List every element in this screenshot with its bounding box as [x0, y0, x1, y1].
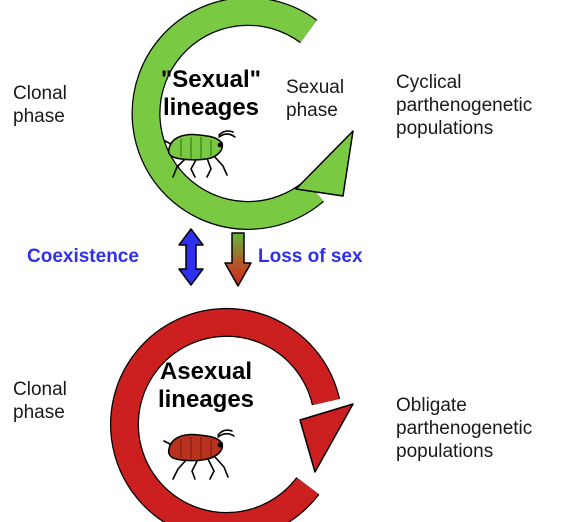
top-clonal-line-2: phase — [13, 105, 67, 128]
cyclical-populations-label: Cyclical parthenogenetic populations — [396, 71, 532, 140]
asexual-title-line-2: lineages — [141, 386, 271, 414]
sexual-phase-line-2: phase — [286, 99, 344, 122]
sexual-title-line-2: lineages — [146, 94, 276, 122]
cyclical-line-3: populations — [396, 117, 532, 140]
down-arrow-icon — [225, 233, 251, 286]
asexual-title-line-1: Asexual — [141, 358, 271, 386]
bottom-clonal-line-1: Clonal — [13, 378, 67, 401]
obligate-populations-label: Obligate parthenogenetic populations — [396, 394, 532, 463]
bottom-clonal-line-2: phase — [13, 401, 67, 424]
top-clonal-phase-label: Clonal phase — [13, 82, 67, 128]
bottom-clonal-phase-label: Clonal phase — [13, 378, 67, 424]
cyclical-line-2: parthenogenetic — [396, 94, 532, 117]
obligate-line-3: populations — [396, 440, 532, 463]
loss-of-sex-label: Loss of sex — [258, 246, 363, 268]
sexual-title-line-1: "Sexual" — [146, 66, 276, 94]
double-arrow-icon — [179, 229, 203, 285]
sexual-phase-line-1: Sexual — [286, 76, 344, 99]
coexistence-label: Coexistence — [27, 246, 139, 268]
sexual-phase-label: Sexual phase — [286, 76, 344, 122]
aphid-icon — [164, 430, 234, 479]
asexual-lineages-title: Asexual lineages — [141, 358, 271, 414]
aphid-icon — [165, 131, 235, 177]
sexual-lineages-title: "Sexual" lineages — [146, 66, 276, 122]
cyclical-line-1: Cyclical — [396, 71, 532, 94]
asexual-cycle-arrow — [124, 322, 353, 522]
top-clonal-line-1: Clonal — [13, 82, 67, 105]
obligate-line-2: parthenogenetic — [396, 417, 532, 440]
obligate-line-1: Obligate — [396, 394, 532, 417]
